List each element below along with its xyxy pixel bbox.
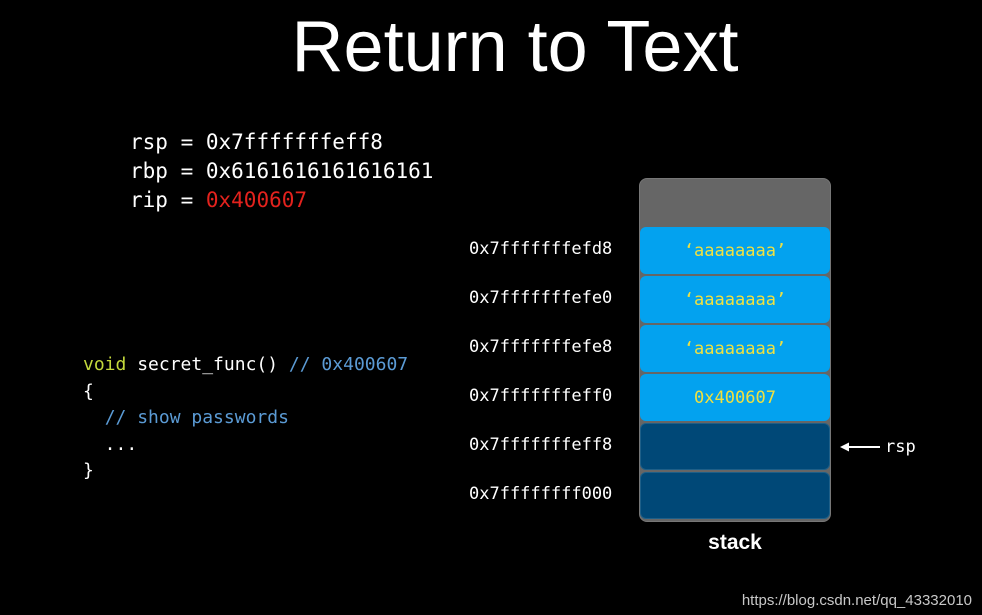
- stack-diagram: ‘aaaaaaaa’ ‘aaaaaaaa’ ‘aaaaaaaa’ 0x40060…: [639, 178, 831, 522]
- stack-slot: 0x400607: [640, 374, 830, 421]
- stack-address: 0x7fffffffeff0: [469, 386, 613, 406]
- stack-slot: [640, 472, 830, 519]
- code-line-close: }: [83, 460, 94, 481]
- stack-slot: [640, 423, 830, 470]
- stack-address: 0x7fffffffefe8: [469, 337, 613, 357]
- watermark: https://blog.csdn.net/qq_43332010: [741, 592, 972, 609]
- code-line-signature: void secret_func() // 0x400607: [83, 354, 409, 375]
- slide-title: Return to Text: [291, 7, 739, 87]
- stack-address: 0x7fffffffefe0: [469, 288, 613, 308]
- register-rsp-value: 0x7fffffffeff8: [205, 130, 383, 154]
- rsp-pointer: rsp: [840, 435, 916, 459]
- stack-label: stack: [708, 531, 762, 554]
- register-rip-value: 0x400607: [205, 188, 308, 212]
- stack-slot: ‘aaaaaaaa’: [640, 276, 830, 323]
- code-block: void secret_func() // 0x400607 { // show …: [83, 352, 408, 485]
- stack-address: 0x7fffffffeff8: [469, 435, 613, 455]
- rsp-pointer-label: rsp: [885, 437, 916, 457]
- register-rsp: rsp = 0x7fffffffeff8: [130, 130, 383, 154]
- left-arrow-icon: [840, 442, 880, 452]
- code-line-ellipsis: ...: [83, 433, 138, 455]
- stack-slot: ‘aaaaaaaa’: [640, 227, 830, 274]
- register-panel: rsp = 0x7fffffffeff8 rbp = 0x61616161616…: [130, 128, 433, 215]
- stack-slot: ‘aaaaaaaa’: [640, 325, 830, 372]
- register-rbp: rbp = 0x6161616161616161: [130, 159, 434, 183]
- stack-address: 0x7ffffffff000: [469, 484, 613, 504]
- code-line-comment: // show passwords: [104, 407, 289, 428]
- code-line-open: {: [83, 380, 94, 402]
- register-rbp-value: 0x6161616161616161: [205, 159, 434, 183]
- stack-address: 0x7fffffffefd8: [469, 239, 613, 259]
- register-rip: rip = 0x400607: [130, 188, 308, 212]
